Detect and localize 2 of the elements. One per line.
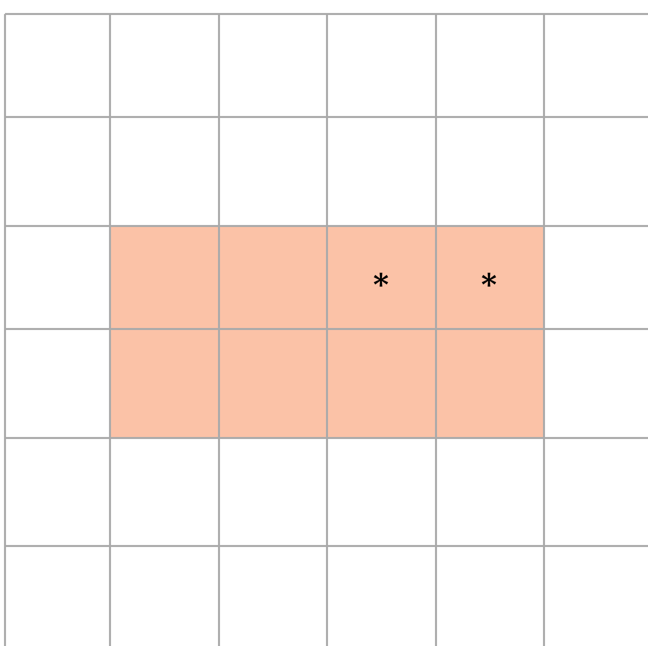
asterisk-mark: * xyxy=(373,271,389,301)
asterisk-mark: * xyxy=(481,271,497,301)
